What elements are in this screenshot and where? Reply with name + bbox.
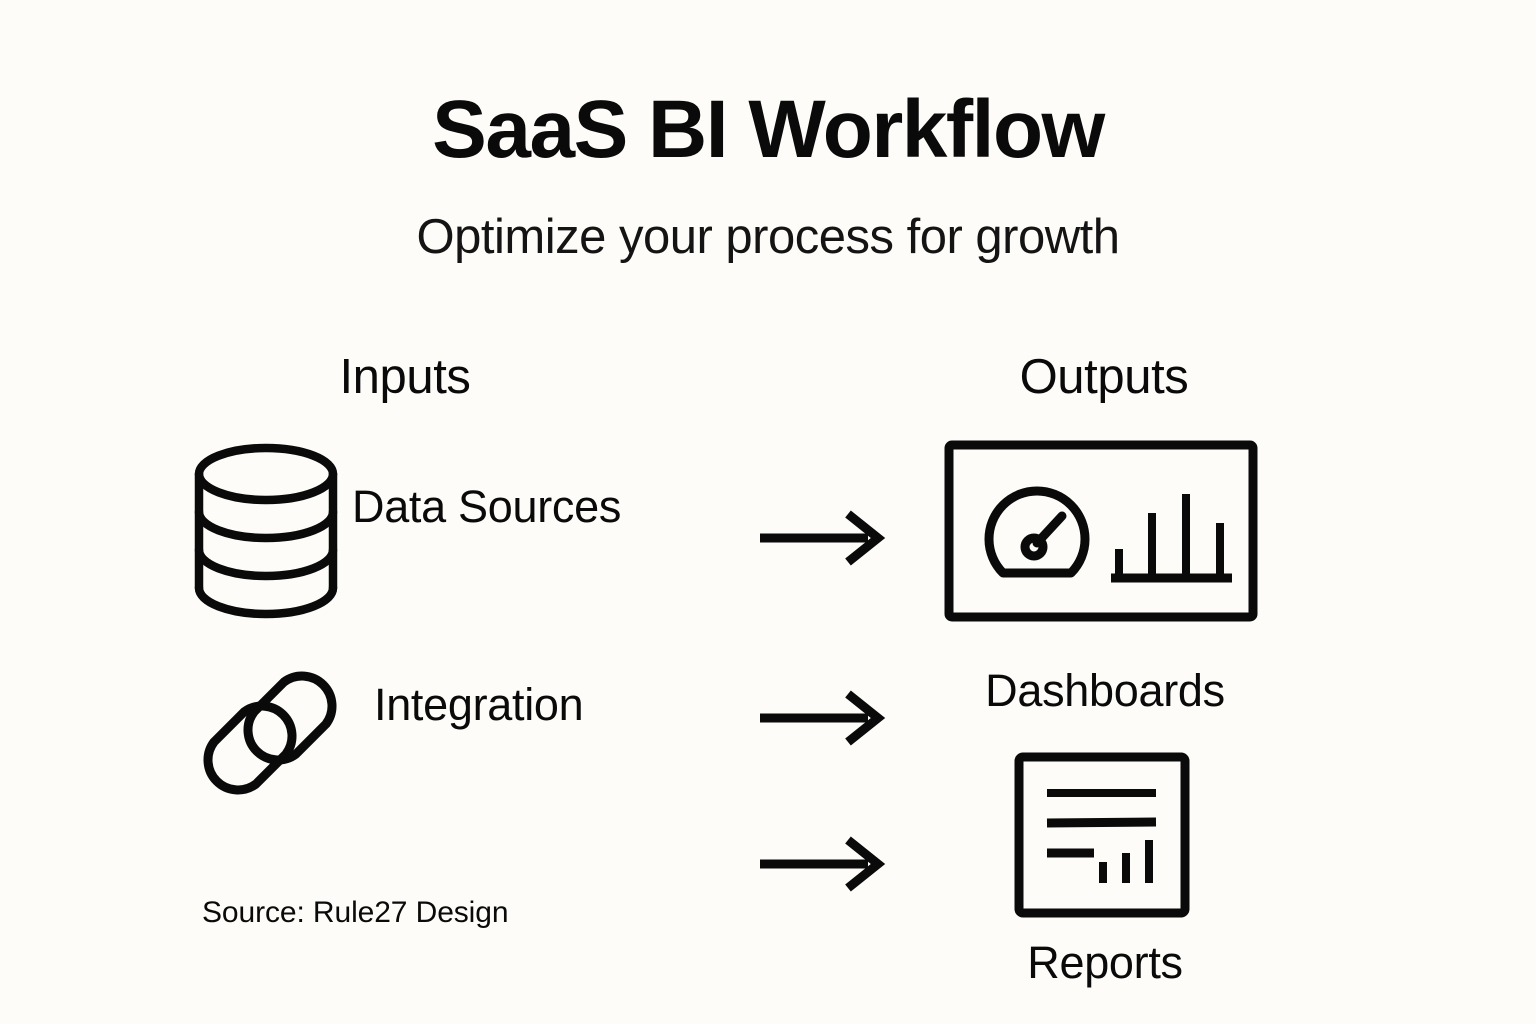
arrow-right-icon [756, 504, 888, 572]
input-label-integration: Integration [374, 679, 584, 730]
outputs-column-heading: Outputs [1019, 350, 1189, 404]
source-attribution: Source: Rule27 Design [202, 896, 509, 929]
inputs-column-heading: Inputs [339, 350, 471, 404]
page-subtitle: Optimize your process for growth [416, 210, 1120, 264]
arrow-right-icon [756, 684, 888, 752]
input-label-data-sources: Data Sources [352, 481, 622, 532]
output-label-dashboards: Dashboards [985, 665, 1225, 716]
output-label-reports: Reports [1027, 937, 1183, 988]
dashboard-icon [944, 440, 1258, 622]
link-icon [192, 652, 348, 814]
page-title: SaaS BI Workflow [432, 84, 1105, 175]
arrow-right-icon [756, 830, 888, 898]
report-icon [1014, 752, 1190, 918]
database-icon [186, 440, 346, 622]
